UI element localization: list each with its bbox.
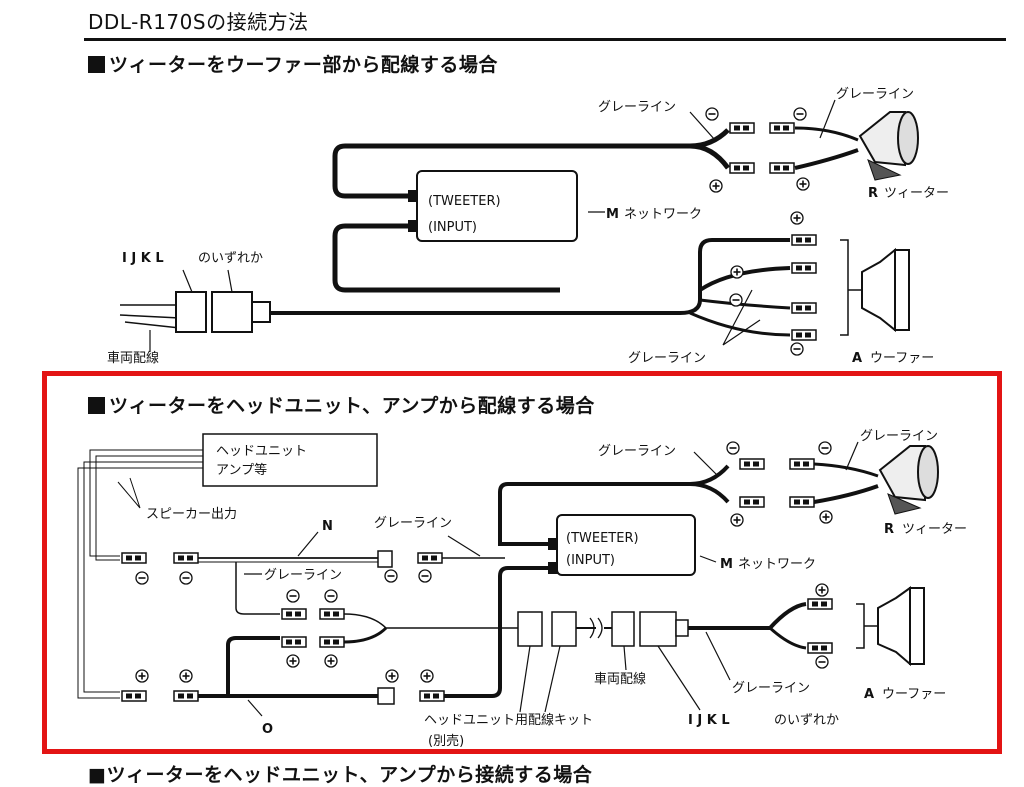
tweeter-letter: R bbox=[868, 186, 878, 201]
network-box bbox=[416, 170, 578, 242]
kit-label-line1: ヘッドユニット用配線キット bbox=[424, 712, 593, 728]
head-unit-line2: アンプ等 bbox=[216, 462, 267, 478]
tweeter-label: ツィーター bbox=[902, 522, 967, 537]
harness-plug bbox=[175, 291, 207, 333]
head-unit-line1: ヘッドユニット bbox=[216, 444, 307, 459]
square-bullet-icon bbox=[88, 56, 105, 73]
tweeter-label: ツィーター bbox=[884, 186, 949, 201]
tweeter-icon bbox=[878, 445, 939, 515]
gray-line-label: グレーライン bbox=[264, 568, 342, 583]
kit-plug bbox=[517, 611, 543, 647]
section2-heading-text: ツィーターをヘッドユニット、アンプから配線する場合 bbox=[109, 395, 595, 417]
gray-line-label: グレーライン bbox=[860, 429, 938, 444]
section2-diagram: ヘッドユニット アンプ等 スピーカー出力 N グレーライン グレーライン bbox=[77, 429, 967, 749]
page-title: DDL-R170Sの接続方法 bbox=[88, 10, 309, 34]
title-rule bbox=[84, 38, 1006, 41]
ijkl-text: のいずれか bbox=[198, 251, 263, 266]
woofer-icon bbox=[877, 586, 925, 667]
n-letter: N bbox=[322, 519, 333, 534]
gray-line-label: グレーライン bbox=[732, 681, 810, 696]
kit-label-line2: (別売) bbox=[428, 733, 464, 749]
harness-plug bbox=[211, 291, 253, 333]
network-input-plug bbox=[408, 220, 418, 232]
section1-heading: ツィーターをウーファー部から配線する場合 bbox=[88, 50, 498, 77]
tweeter-letter: R bbox=[884, 522, 894, 537]
head-unit-box bbox=[202, 433, 378, 487]
vehicle-wiring-label: 車両配線 bbox=[107, 350, 159, 366]
woofer-letter: A bbox=[852, 351, 862, 366]
kit-plug bbox=[639, 611, 677, 647]
network-letter: M bbox=[720, 557, 733, 572]
woofer-icon bbox=[861, 247, 910, 333]
network-line1: (TWEETER) bbox=[566, 531, 639, 546]
highlight-frame bbox=[42, 371, 1002, 754]
gray-line-label: グレーライン bbox=[836, 87, 914, 102]
speaker-output-label: スピーカー出力 bbox=[146, 507, 237, 522]
woofer-label: ウーファー bbox=[870, 351, 934, 366]
vehicle-wiring-label: 車両配線 bbox=[594, 671, 646, 687]
section2-heading: ツィーターをヘッドユニット、アンプから配線する場合 bbox=[88, 391, 595, 418]
next-section-heading-cutoff: ■ツィーターをヘッドユニット、アンプから接続する場合 bbox=[88, 764, 593, 786]
section1-heading-text: ツィーターをウーファー部から配線する場合 bbox=[109, 54, 498, 76]
network-letter: M bbox=[606, 207, 619, 222]
network-line1: (TWEETER) bbox=[428, 194, 501, 209]
o-letter: O bbox=[262, 722, 273, 737]
kit-plug bbox=[551, 611, 577, 647]
network-line2: (INPUT) bbox=[428, 220, 477, 235]
gray-line-label: グレーライン bbox=[628, 351, 706, 366]
kit-plug bbox=[611, 611, 635, 647]
gray-line-label: グレーライン bbox=[374, 516, 452, 531]
network-label: ネットワーク bbox=[624, 207, 702, 222]
gray-line-label: グレーライン bbox=[598, 444, 676, 459]
woofer-letter: A bbox=[864, 687, 874, 702]
ijkl-letters: I J K L bbox=[122, 251, 164, 266]
ijkl-text: のいずれか bbox=[774, 713, 839, 728]
network-input-plug bbox=[408, 190, 418, 202]
tweeter-icon bbox=[858, 111, 919, 181]
ijkl-letters: I J K L bbox=[688, 713, 730, 728]
gray-line-label: グレーライン bbox=[598, 100, 676, 115]
square-bullet-icon bbox=[88, 397, 105, 414]
section1-diagram: (TWEETER) (INPUT) bbox=[107, 87, 949, 366]
network-label: ネットワーク bbox=[738, 557, 816, 572]
network-line2: (INPUT) bbox=[566, 553, 615, 568]
woofer-label: ウーファー bbox=[882, 687, 946, 702]
